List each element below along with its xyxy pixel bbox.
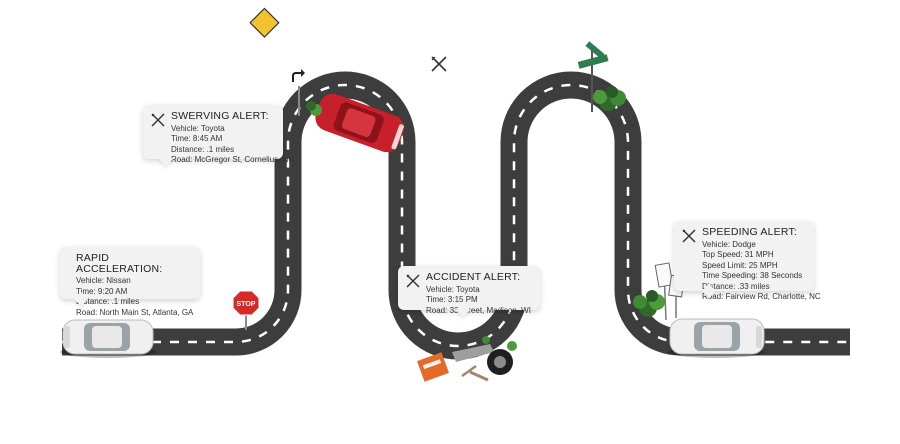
callout-vehicle: Vehicle: Toyota: [171, 123, 225, 133]
callout-distance: Distance: .33 miles: [702, 281, 770, 291]
callout-road: Road: Fairview Rd, Charlotte, NC: [702, 292, 821, 301]
callout-time: Time: 3:15 PM: [426, 295, 478, 304]
bush-right-bend: [633, 290, 665, 317]
white-car-right: [668, 318, 765, 358]
callout-top-speed: Top Speed: 31 MPH: [702, 250, 774, 259]
callout-title: RAPID ACCELERATION:: [76, 252, 163, 275]
callout-vehicle: Vehicle: Toyota: [426, 284, 480, 294]
close-x-icon[interactable]: [151, 113, 165, 127]
callout-vehicle: Vehicle: Nissan: [76, 276, 131, 285]
stop-sign-icon: STOP: [232, 290, 260, 330]
callout-distance: Distance: .1 miles: [76, 297, 140, 306]
bush-top-right: [593, 86, 626, 111]
callout-vehicle: Vehicle: Dodge: [702, 239, 756, 249]
swerving-alert-callout: SWERVING ALERT: Vehicle: Toyota Time: 8:…: [143, 105, 294, 164]
stop-sign-label: STOP: [237, 301, 256, 308]
callout-road: Road: McGregor St, Cornelius, NC: [171, 155, 295, 164]
red-car: [315, 93, 404, 153]
callout-road: Road: 33 Street, Madison, WI: [426, 305, 531, 315]
accident-alert-callout: ACCIDENT ALERT: Vehicle: Toyota Time: 3:…: [398, 266, 540, 315]
close-x-icon[interactable]: [682, 229, 696, 243]
callout-title: ACCIDENT ALERT:: [426, 271, 521, 283]
callout-time: Time: 8:45 AM: [171, 134, 223, 143]
callout-distance: Distance: .1 miles: [171, 144, 235, 154]
callout-time: Time: 9:20 AM: [76, 286, 128, 296]
street-sign-icon: [577, 41, 609, 112]
callout-road: Road: North Main St, Atlanta, GA: [76, 307, 194, 317]
close-x-icon[interactable]: [406, 274, 420, 288]
close-x-icon[interactable]: [431, 56, 447, 72]
rapid-acceleration-callout: RAPID ACCELERATION: Vehicle: Nissan Time…: [60, 247, 200, 317]
callout-speed-limit: Speed Limit: 25 MPH: [702, 260, 778, 270]
white-car-left: [60, 319, 156, 358]
bush-swerve: [306, 101, 322, 116]
callout-time-speeding: Time Speeding: 38 Seconds: [702, 271, 803, 280]
speeding-alert-callout: SPEEDING ALERT: Vehicle: Dodge Top Speed…: [674, 221, 821, 301]
turn-warning-sign-icon: [249, 7, 305, 116]
accident-debris: [417, 336, 517, 382]
callout-title: SPEEDING ALERT:: [702, 226, 798, 238]
road-lane-markings: [62, 83, 850, 348]
callout-title: SWERVING ALERT:: [171, 110, 269, 122]
